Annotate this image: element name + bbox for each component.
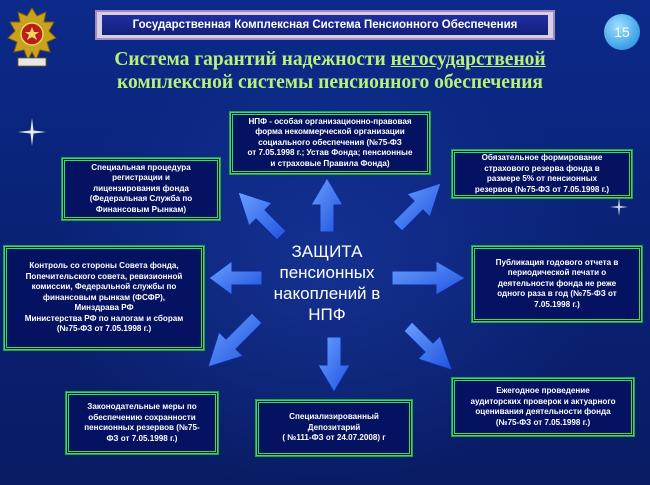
title-bar: Государственная Комплексная Система Пенс… [95,10,555,40]
heading-line1-underlined: негосударственой [390,49,546,70]
slide-heading: Система гарантий надежности негосударств… [70,48,590,94]
arrow-upper-left-icon [237,191,287,241]
box-legislative-measures: Законодательные меры по обеспечению сохр… [65,391,219,455]
box-annual-report: Публикация годового отчета в периодическ… [471,245,643,323]
arrow-right-icon [391,260,466,296]
arrow-left-icon [208,260,263,296]
box-depository: Специализированный Депозитарий ( №111-ФЗ… [255,399,413,457]
arrow-upper-right-icon [392,182,442,232]
arrow-down-icon [317,336,351,393]
arrow-lower-right-icon [403,321,453,371]
center-label: ЗАЩИТА пенсионных накоплений в НПФ [273,242,381,324]
heading-line2: комплексной системы пенсионного обеспече… [117,72,543,93]
arrow-up-icon [310,177,344,233]
sparkle-icon [610,198,628,216]
box-insurance-reserve: Обязательное формирование страхового рез… [451,149,633,199]
heading-line1-prefix: Система гарантий надежности [114,49,391,70]
arrow-lower-left-icon [207,312,263,368]
box-registration-licensing: Специальная процедура регистрации и лице… [61,157,221,221]
slide-number-badge: 15 [604,14,640,50]
sparkle-icon [18,118,46,146]
box-control: Контроль со стороны Совета фонда, Попечи… [3,245,205,351]
box-annual-audit: Ежегодное проведение аудиторских проверо… [451,377,635,437]
emblem-icon [7,7,57,67]
box-npf-legal-form: НПФ - особая организационно-правовая фор… [229,111,431,175]
title-bar-text: Государственная Комплексная Система Пенс… [102,15,548,35]
